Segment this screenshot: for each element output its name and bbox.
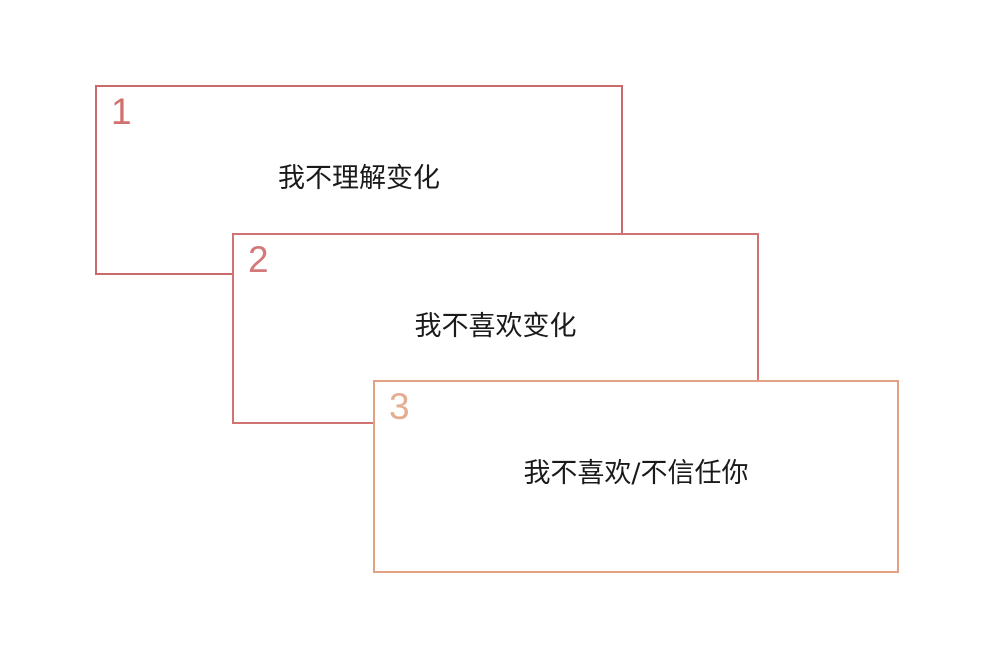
card-text-2: 我不喜欢变化 [414, 311, 577, 342]
card-text-3: 我不喜欢/不信任你 [523, 458, 749, 489]
card-number-3: 3 [389, 386, 410, 427]
card-number-1: 1 [111, 91, 132, 132]
card-3[interactable]: 3 我不喜欢/不信任你 [373, 380, 899, 573]
card-text-1: 我不理解变化 [278, 163, 440, 194]
card-number-2: 2 [248, 239, 269, 280]
